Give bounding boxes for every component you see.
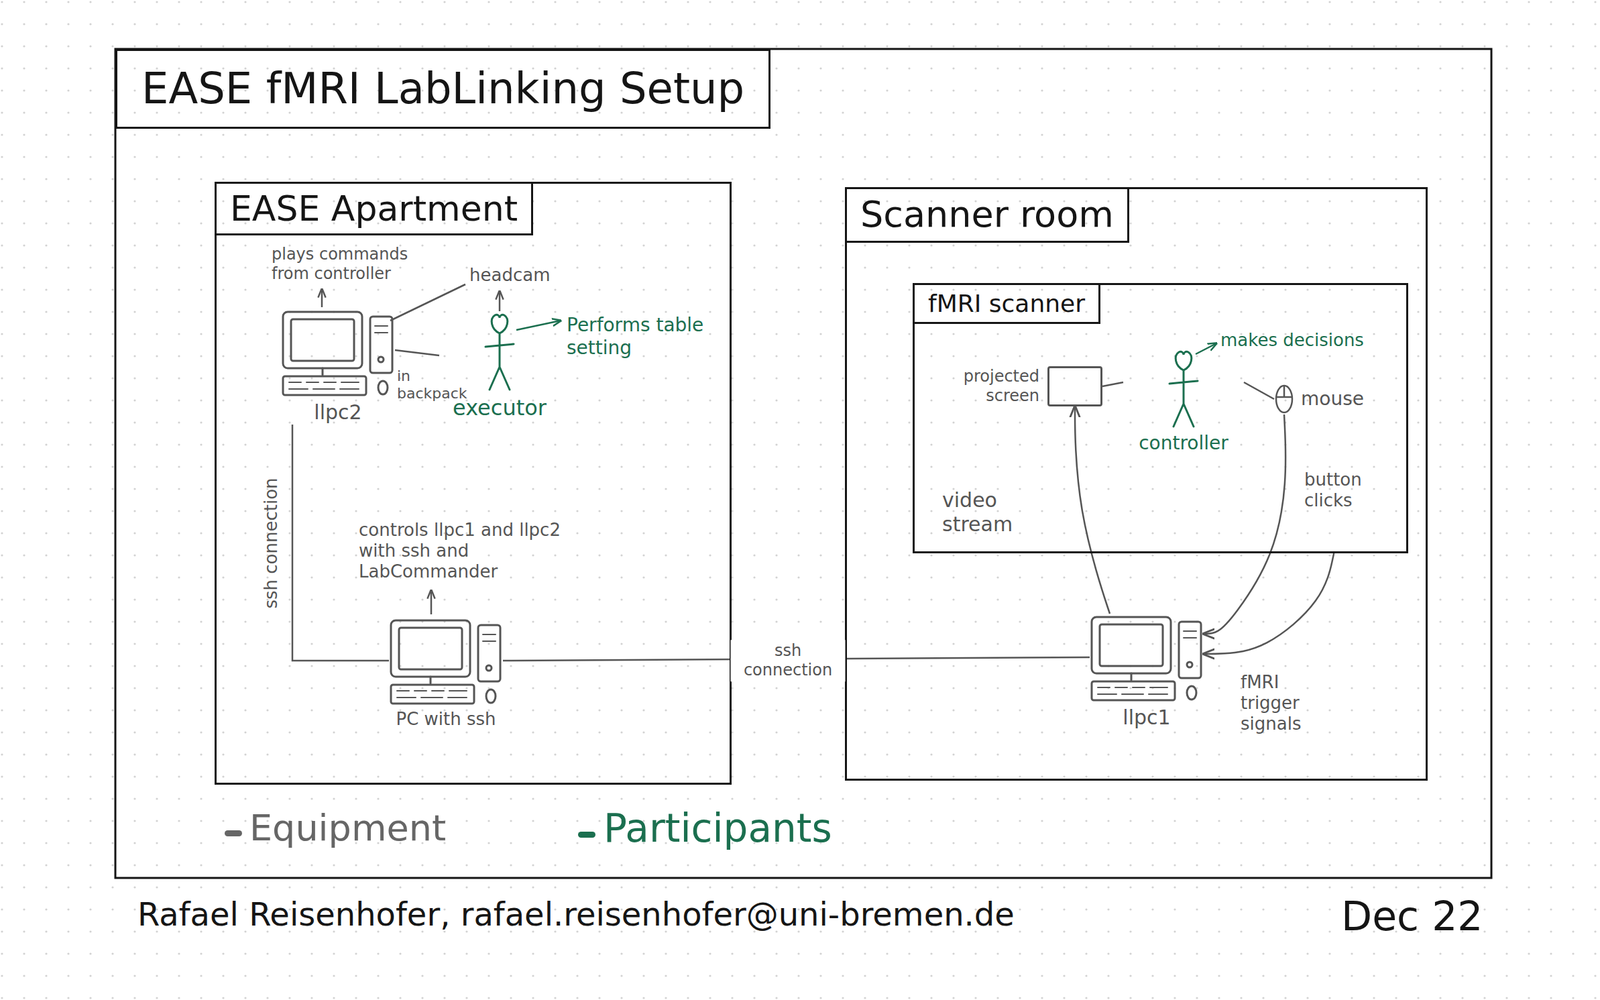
connector [394,350,440,356]
leader-line [390,284,466,321]
computer-node: PC with ssh [388,616,503,730]
leader-arrow [498,291,501,312]
connector [1074,406,1110,614]
node-label: mouse [1300,387,1364,411]
connector-label: video stream [942,488,1026,537]
title-box: EASE fMRI LabLinking Setup [115,48,771,129]
screen-node: projected screen [945,366,1103,407]
node-label: controller [1138,431,1229,455]
legend-swatch [224,830,243,837]
connector-label: in backpack [396,367,475,404]
connector-label: ssh connection [260,477,282,609]
annotation-label: Rafael Reisenhofer, rafael.reisenhofer@u… [137,895,1015,935]
annotation-label: plays commands from controller [271,244,433,284]
participant-node: executor [439,311,560,421]
annotation-label: makes decisions [1220,329,1364,351]
person-figure [1160,348,1208,430]
region-tab: EASE Apartment [216,183,534,236]
node-label: Scanner room [860,193,1114,237]
node-label: llpc2 [313,400,362,425]
connector [1102,382,1124,387]
diagram-title: EASE fMRI LabLinking Setup [141,63,745,115]
leader-arrow [430,590,433,615]
legend-label: Equipment [249,806,446,851]
node-label: fMRI scanner [928,289,1085,318]
person-figure [476,311,524,393]
leader-arrow [516,320,561,330]
node-label: projected screen [945,366,1040,406]
annotation-label: Dec 22 [1341,891,1484,941]
connector-label: button clicks [1304,469,1384,511]
connector-label: fMRI trigger signals [1240,671,1327,735]
connector-label: ssh connection [730,639,846,682]
legend-swatch [578,831,596,838]
projected-screen-shape [1047,366,1103,407]
computer-icon [280,308,395,399]
node-label: PC with ssh [395,708,496,730]
annotation-label: Performs table setting [566,313,723,359]
connector [1243,382,1275,399]
region-tab: fMRI scanner [914,284,1101,324]
annotation-label: headcam [469,264,550,286]
leader-arrow [321,289,324,308]
computer-node: llpc2 [280,308,395,425]
region-tab: Scanner room [846,189,1130,243]
connector [1203,553,1334,654]
participant-node: controller [1123,348,1244,455]
leader-arrow [1195,343,1217,355]
computer-icon [388,616,503,708]
legend-label: Participants [603,805,833,853]
annotation-label: controls llpc1 and llpc2 with ssh and La… [358,519,570,583]
mouse-node: mouse [1274,383,1364,415]
computer-node: llpc1 [1089,613,1204,730]
mouse-icon [1274,383,1295,415]
outer-frame [115,48,1492,878]
node-label: EASE Apartment [230,187,518,230]
computer-icon [1089,613,1204,705]
node-label: llpc1 [1122,705,1171,730]
